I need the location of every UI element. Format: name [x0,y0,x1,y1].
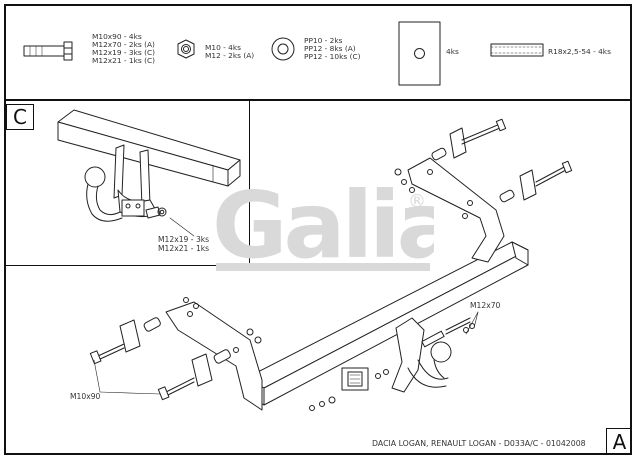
spacer-plate-icon [398,21,441,86]
view-c-letter: C [13,105,27,129]
right-mounting-hardware [394,118,573,219]
view-c-label-box: C [6,104,34,130]
right-side-bracket [407,157,505,263]
inset-towball [84,166,123,222]
left-side-bracket [165,301,263,411]
callout-leaders [93,311,479,395]
washer-spec-2: PP12 - 8ks (A) [304,44,356,53]
inset-callout-2: M12x21 - 1ks [158,244,210,253]
view-a-letter: A [612,430,627,454]
towbar-ball-assembly [391,317,475,393]
left-mounting-hardware [89,297,262,401]
bolt-spec-2: M12x70 - 2ks (A) [92,40,155,49]
washer-spec-1: PP10 - 2ks [304,36,343,45]
washer-icon [271,37,295,61]
plate-qty: 4ks [446,47,459,56]
nut-spec-2: M12 - 2ks (A) [205,51,255,60]
bolt-spec-4: M12x21 - 1ks (C) [92,56,156,65]
callout-m12x70: M12x70 [470,301,501,310]
hex-bolt-icon [23,41,73,61]
drawing-frame [4,4,632,455]
socket-plate [309,367,389,411]
drawing-footer: DACIA LOGAN, RENAULT LOGAN - D033A/C - 0… [372,439,586,448]
inset-callout-1: M12x19 - 3ks [158,235,210,244]
nut-spec-1: M10 - 4ks [205,43,241,52]
callout-m10x90: M10x90 [70,392,101,401]
parts-list-bar [4,4,632,101]
bolt-spec-3: M12x19 - 3ks (C) [92,48,156,57]
washer-spec-3: PP12 - 10ks (C) [304,52,361,61]
tube-spec: R18x2,5-54 - 4ks [548,47,611,56]
galia-watermark-logo: Galia ® [212,183,434,275]
detail-view-c [4,100,250,266]
bolt-spec-1: M10x90 - 4ks [92,32,142,41]
watermark-registered-mark: ® [408,191,426,212]
inset-towbar-bracket [113,144,167,219]
hex-nut-icon [177,39,195,59]
watermark-brand: Galia [212,183,434,275]
spacer-tube-icon [490,43,544,57]
view-a-label-box: A [606,428,632,455]
